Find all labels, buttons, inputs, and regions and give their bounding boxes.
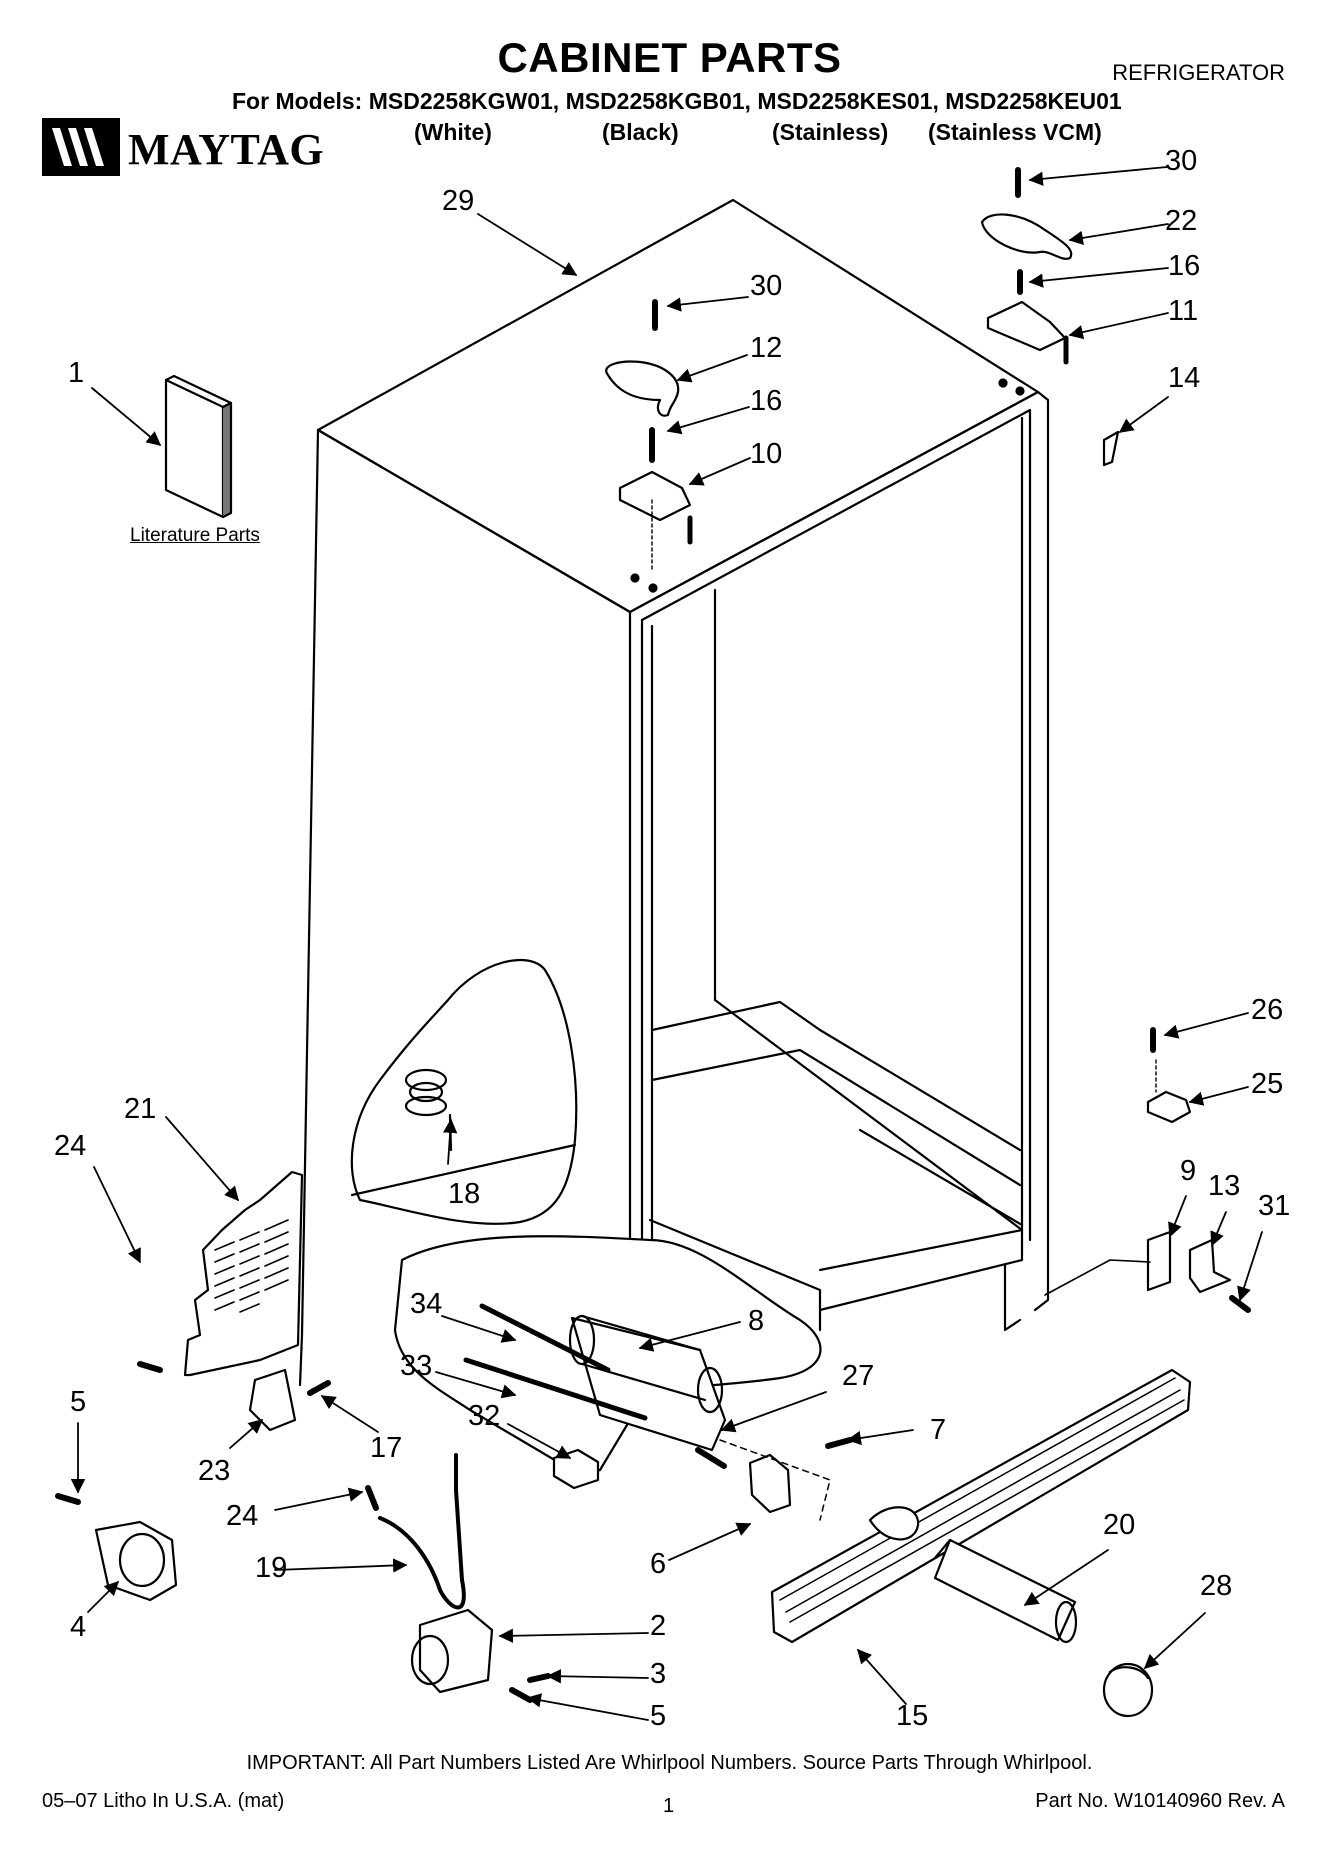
maytag-logo-icon bbox=[42, 118, 120, 176]
cutaway-base bbox=[393, 1235, 822, 1490]
callout-14: 14 bbox=[1168, 362, 1201, 394]
callout-16b: 16 bbox=[750, 385, 783, 417]
callout-19: 19 bbox=[255, 1552, 288, 1584]
callout-22: 22 bbox=[1165, 205, 1198, 237]
literature-booklet bbox=[164, 374, 233, 519]
top-hinge-left bbox=[605, 299, 693, 571]
callout-24b: 24 bbox=[226, 1500, 259, 1532]
callout-27: 27 bbox=[842, 1360, 875, 1392]
variant-black: (Black) bbox=[602, 119, 679, 145]
door-stop-bracket bbox=[1146, 1027, 1192, 1124]
callout-12: 12 bbox=[750, 332, 783, 364]
callout-16: 16 bbox=[1168, 250, 1201, 282]
brand-logo: MAYTAG bbox=[42, 112, 324, 184]
brand-name: MAYTAG bbox=[128, 125, 325, 174]
bottom-hinge-right bbox=[1044, 1230, 1251, 1313]
document-type: REFRIGERATOR bbox=[1112, 60, 1285, 85]
callout-30: 30 bbox=[1165, 145, 1198, 177]
callout-20: 20 bbox=[1103, 1509, 1136, 1541]
callout-15: 15 bbox=[896, 1700, 929, 1732]
models-line: For Models: MSD2258KGW01, MSD2258KGB01, … bbox=[232, 88, 1122, 114]
callout-32: 32 bbox=[468, 1400, 501, 1432]
rear-roller bbox=[55, 1493, 178, 1602]
callout-8: 8 bbox=[748, 1305, 765, 1337]
literature-parts-label: Literature Parts bbox=[130, 525, 260, 546]
callout-5b: 5 bbox=[650, 1700, 667, 1732]
leader-lines bbox=[70, 166, 1263, 1721]
front-roller bbox=[410, 1608, 551, 1703]
page-number: 1 bbox=[663, 1795, 675, 1817]
callout-3: 3 bbox=[650, 1658, 667, 1690]
callout-23: 23 bbox=[198, 1455, 231, 1487]
variant-stainless: (Stainless) bbox=[772, 119, 889, 145]
callout-33: 33 bbox=[400, 1350, 433, 1382]
water-tube bbox=[378, 1453, 466, 1610]
callout-28: 28 bbox=[1200, 1570, 1233, 1602]
callout-5: 5 bbox=[70, 1386, 87, 1418]
callout-30b: 30 bbox=[750, 270, 783, 302]
top-hinge-right bbox=[980, 167, 1073, 365]
callout-34: 34 bbox=[410, 1288, 443, 1320]
callout-13: 13 bbox=[1208, 1170, 1241, 1202]
callout-29: 29 bbox=[442, 185, 475, 217]
callout-18: 18 bbox=[448, 1178, 481, 1210]
part-number: Part No. W10140960 Rev. A bbox=[1035, 1790, 1285, 1812]
callout-6: 6 bbox=[650, 1548, 667, 1580]
callout-7: 7 bbox=[930, 1414, 947, 1446]
callout-26: 26 bbox=[1251, 994, 1284, 1026]
callout-31: 31 bbox=[1258, 1190, 1291, 1222]
callout-24: 24 bbox=[54, 1130, 87, 1162]
footer-note: IMPORTANT: All Part Numbers Listed Are W… bbox=[246, 1752, 1093, 1774]
callout-2: 2 bbox=[650, 1610, 667, 1642]
water-filter bbox=[933, 1538, 1078, 1644]
variant-stainless-vcm: (Stainless VCM) bbox=[928, 119, 1102, 145]
grille-bracket bbox=[695, 1437, 853, 1521]
cabinet bbox=[298, 198, 1050, 1427]
leveler-bracket bbox=[137, 1361, 379, 1511]
clip-part bbox=[1102, 430, 1120, 467]
callout-1: 1 bbox=[68, 357, 85, 389]
vent-panel bbox=[183, 1170, 304, 1377]
variant-white: (White) bbox=[414, 119, 492, 145]
callout-9: 9 bbox=[1180, 1155, 1197, 1187]
page-title: CABINET PARTS bbox=[497, 34, 842, 81]
callout-21: 21 bbox=[124, 1093, 157, 1125]
footer-litho: 05–07 Litho In U.S.A. (mat) bbox=[42, 1790, 285, 1812]
callout-25: 25 bbox=[1251, 1068, 1284, 1100]
toe-grille bbox=[770, 1368, 1192, 1644]
callout-10: 10 bbox=[750, 438, 783, 470]
callout-11: 11 bbox=[1168, 295, 1199, 327]
callout-17: 17 bbox=[370, 1432, 403, 1464]
callout-4: 4 bbox=[70, 1611, 87, 1643]
filter-cap bbox=[1102, 1662, 1154, 1718]
